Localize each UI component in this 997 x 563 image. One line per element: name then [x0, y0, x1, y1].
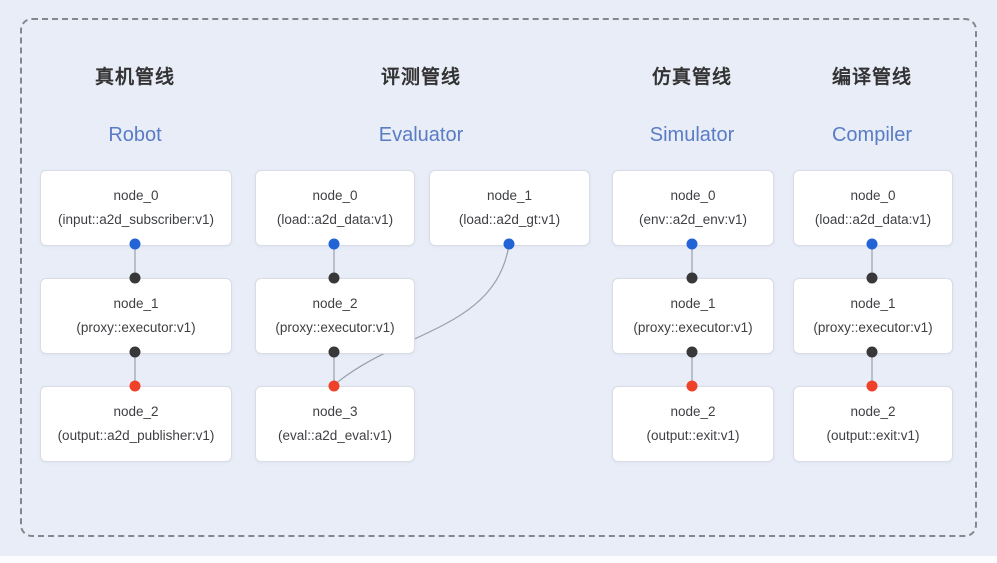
port-dot-blue: [129, 238, 141, 250]
pipeline-title-robot-en: Robot: [108, 124, 162, 146]
port-dot-blue: [328, 238, 340, 250]
node-box-compiler-node1: node_1 (proxy::executor:v1): [793, 278, 953, 354]
pipeline-title-robot-zh: 真机管线: [94, 67, 175, 88]
node-title: node_3: [312, 404, 358, 419]
node-type: (proxy::executor:v1): [275, 320, 395, 335]
node-title: node_2: [670, 404, 716, 419]
node-box-compiler-node2: node_2 (output::exit:v1): [793, 386, 953, 462]
node-box-simulator-node0: node_0 (env::a2d_env:v1): [612, 170, 774, 246]
port-dot-red: [866, 380, 878, 392]
port-dot-red: [129, 380, 141, 392]
node-title: node_1: [850, 296, 896, 311]
port-dot-black: [328, 346, 340, 358]
node-type: (proxy::executor:v1): [633, 320, 753, 335]
node-box-evaluator-node3: node_3 (eval::a2d_eval:v1): [255, 386, 415, 462]
node-type: (output::exit:v1): [646, 428, 740, 443]
node-title: node_2: [113, 404, 159, 419]
node-type: (input::a2d_subscriber:v1): [57, 212, 215, 227]
port-dot-black: [686, 346, 698, 358]
port-dot-black: [129, 272, 141, 284]
port-dot-blue: [866, 238, 878, 250]
pipeline-title-compiler-zh: 编译管线: [831, 67, 912, 88]
node-title: node_1: [486, 188, 533, 203]
node-title: node_1: [670, 296, 716, 311]
node-type: (load::a2d_data:v1): [814, 212, 932, 227]
node-type: (env::a2d_env:v1): [638, 212, 748, 227]
node-type: (load::a2d_data:v1): [276, 212, 394, 227]
port-dot-black: [866, 346, 878, 358]
bottom-strip: [0, 556, 997, 563]
node-box-simulator-node1: node_1 (proxy::executor:v1): [612, 278, 774, 354]
node-type: (proxy::executor:v1): [813, 320, 933, 335]
node-box-simulator-node2: node_2 (output::exit:v1): [612, 386, 774, 462]
dashed-border-frame: [20, 18, 977, 537]
port-dot-blue: [686, 238, 698, 250]
port-dot-black: [328, 272, 340, 284]
node-title: node_2: [850, 404, 896, 419]
node-title: node_1: [113, 296, 159, 311]
node-title: node_2: [312, 296, 358, 311]
node-box-evaluator-node1: node_1 (load::a2d_gt:v1): [429, 170, 590, 246]
port-dot-blue: [503, 238, 515, 250]
node-box-evaluator-node0: node_0 (load::a2d_data:v1): [255, 170, 415, 246]
port-dot-red: [686, 380, 698, 392]
node-type: (eval::a2d_eval:v1): [277, 428, 393, 443]
node-box-robot-node2: node_2 (output::a2d_publisher:v1): [40, 386, 232, 462]
node-box-compiler-node0: node_0 (load::a2d_data:v1): [793, 170, 953, 246]
pipeline-title-evaluator-en: Evaluator: [378, 124, 464, 146]
pipeline-title-simulator-en: Simulator: [649, 124, 735, 146]
node-title: node_0: [850, 188, 896, 203]
node-type: (proxy::executor:v1): [76, 320, 196, 335]
port-dot-black: [686, 272, 698, 284]
node-type: (output::a2d_publisher:v1): [57, 428, 215, 443]
port-dot-red: [328, 380, 340, 392]
edge-evaluator-n1-n3-curve: [333, 244, 510, 386]
node-type: (load::a2d_gt:v1): [458, 212, 561, 227]
node-box-robot-node1: node_1 (proxy::executor:v1): [40, 278, 232, 354]
pipeline-title-simulator-zh: 仿真管线: [651, 67, 732, 88]
node-title: node_0: [113, 188, 159, 203]
node-type: (output::exit:v1): [826, 428, 920, 443]
node-title: node_0: [670, 188, 716, 203]
port-dot-black: [129, 346, 141, 358]
pipeline-title-compiler-en: Compiler: [831, 124, 913, 146]
node-box-robot-node0: node_0 (input::a2d_subscriber:v1): [40, 170, 232, 246]
node-title: node_0: [312, 188, 358, 203]
port-dot-black: [866, 272, 878, 284]
pipeline-title-evaluator-zh: 评测管线: [380, 67, 461, 88]
node-box-evaluator-node2: node_2 (proxy::executor:v1): [255, 278, 415, 354]
